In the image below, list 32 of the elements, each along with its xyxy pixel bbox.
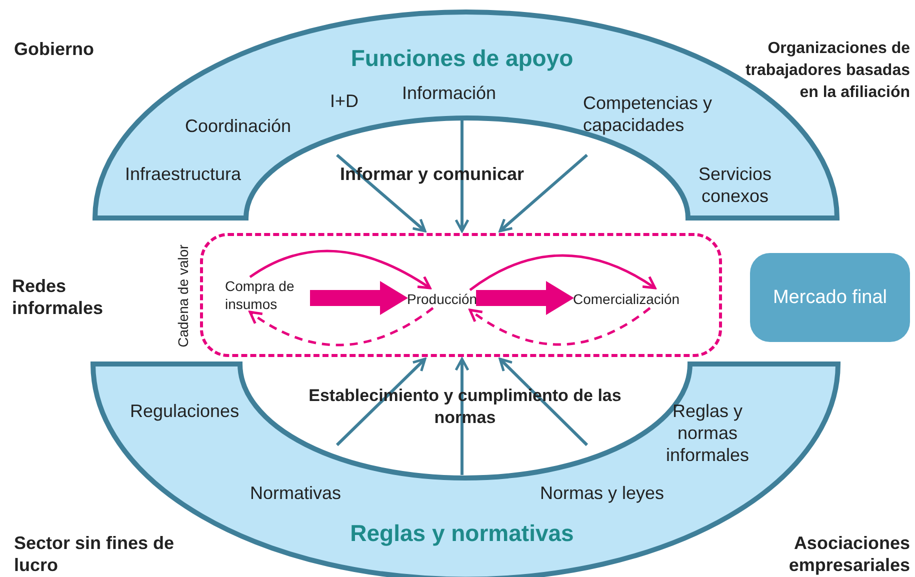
- sector-label: Gobierno: [14, 38, 94, 60]
- arrow: [248, 306, 434, 346]
- function-label: Servicios conexos: [697, 163, 773, 207]
- rule-label: Regulaciones: [130, 400, 240, 422]
- arrow: [249, 250, 432, 290]
- arrow: [469, 254, 656, 292]
- sector-label: Organizaciones de trabajadores basadas en la afiliación: [744, 39, 910, 103]
- function-label: Infraestructura: [125, 163, 242, 185]
- market-box: Mercado final: [750, 253, 910, 342]
- rule-label: Normativas: [250, 482, 342, 504]
- rule-label: Normas y leyes: [540, 482, 664, 504]
- stage-label: Comercialización: [573, 290, 680, 308]
- block-arrow: [476, 281, 574, 315]
- function-label: I+D: [330, 90, 359, 112]
- rule-label: Reglas y normas informales: [664, 400, 750, 466]
- arrow: [498, 358, 588, 446]
- arrow: [498, 154, 588, 232]
- function-label: Información: [402, 82, 496, 104]
- function-label: Competencias y capacidades: [583, 92, 714, 136]
- sector-label: Asociaciones empresariales: [788, 532, 910, 576]
- function-label: Coordinación: [185, 115, 292, 137]
- arrow: [454, 120, 470, 232]
- sector-label: Redes informales: [12, 275, 104, 319]
- arrow: [468, 307, 651, 346]
- arrow: [336, 358, 426, 446]
- arrow: [454, 358, 470, 475]
- stage-label: Compra de insumos: [225, 277, 311, 313]
- band-title: Funciones de apoyo: [350, 45, 574, 72]
- arrow: [336, 154, 426, 232]
- band-title: Reglas y normativas: [349, 520, 575, 547]
- sector-label: Sector sin fines de lucro: [14, 532, 176, 576]
- group-title: Cadena de valor: [175, 244, 191, 350]
